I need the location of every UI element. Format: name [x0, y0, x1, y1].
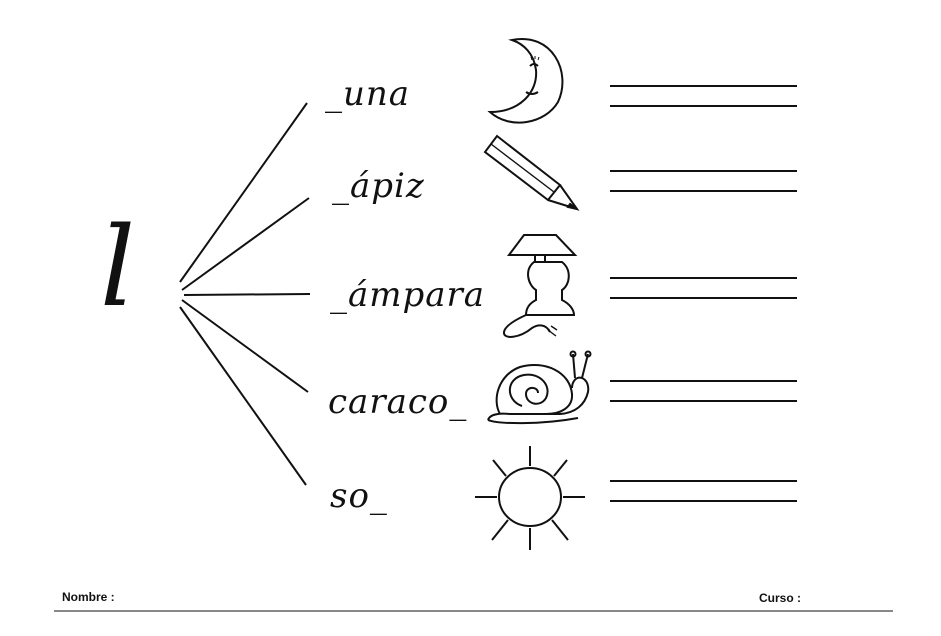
word-caraco: caraco_: [328, 382, 468, 422]
pencil-icon: [483, 134, 580, 211]
course-label: Curso :: [759, 591, 801, 605]
sun-icon: [475, 446, 585, 550]
connector-line-5: [179, 306, 307, 486]
connector-lines: [179, 102, 311, 486]
connector-line-1: [179, 102, 308, 283]
word-apiz: _ápiz: [332, 166, 425, 206]
name-label: Nombre :: [62, 590, 115, 604]
writing-lines: [610, 85, 797, 502]
snail-icon: [487, 350, 592, 425]
word-ampara: _ámpara: [330, 275, 486, 315]
connector-line-2: [181, 197, 310, 291]
word-una: _una: [325, 74, 411, 114]
target-letter: l: [100, 203, 136, 331]
lamp-icon: [503, 234, 578, 338]
connector-line-3: [183, 293, 311, 296]
moon-icon: [487, 37, 564, 124]
word-so: so_: [330, 476, 388, 516]
connector-line-4: [181, 299, 309, 393]
